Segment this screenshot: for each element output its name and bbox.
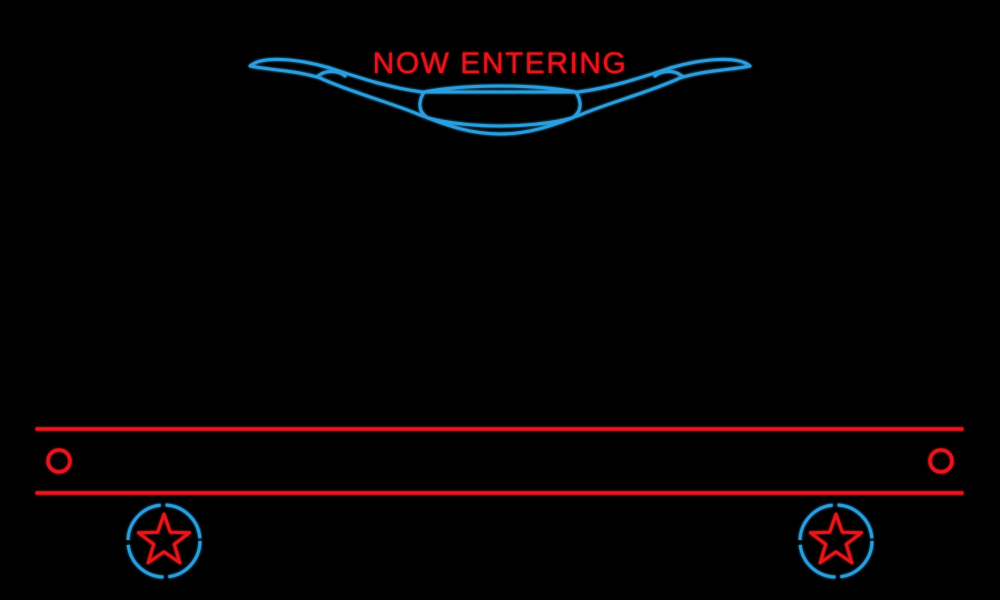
longhorn-horns-icon — [248, 58, 752, 136]
left-rivet-ring-icon — [46, 448, 72, 474]
banner-frame — [35, 427, 964, 495]
headline-text: NOW ENTERING — [373, 47, 628, 80]
right-rivet-ring-icon — [928, 448, 954, 474]
left-star-badge-icon — [126, 503, 202, 579]
right-star-badge-icon — [798, 503, 874, 579]
